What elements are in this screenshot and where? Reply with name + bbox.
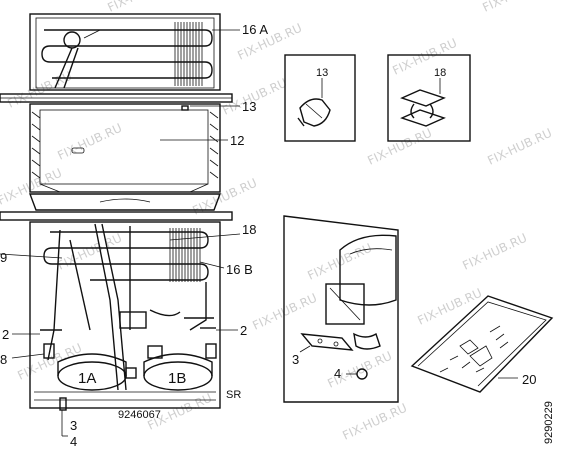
inset-label-18: 18	[434, 67, 446, 79]
label-1a: 1A	[78, 370, 96, 387]
watermark: FIX-HUB.RU	[340, 401, 409, 443]
label-2-right: 2	[240, 323, 247, 338]
callout-labels: 16 A 13 12 18 9 16 B 2 2 8 1A 1B SR 3 4 …	[0, 22, 268, 449]
compressor-1b	[143, 343, 217, 391]
upper-cabinet	[29, 13, 221, 91]
label-1b: 1B	[168, 370, 186, 387]
label-3-bottom: 3	[70, 418, 77, 433]
label-4-bottom: 4	[70, 434, 77, 449]
label-2-left: 2	[2, 327, 9, 342]
reference-number: 9246067	[118, 409, 161, 421]
label-8: 8	[0, 352, 7, 367]
inset-label-20: 20	[522, 372, 536, 387]
label-9: 9	[0, 250, 7, 265]
lower-condenser-coil	[43, 228, 209, 282]
relay-box	[119, 311, 147, 329]
watermark: FIX-HUB.RU	[55, 231, 124, 273]
inset-label-3: 3	[292, 352, 299, 367]
label-16b: 16 B	[226, 262, 253, 277]
watermark: FIX-HUB.RU	[250, 291, 319, 333]
label-18: 18	[242, 222, 256, 237]
lower-compartment	[29, 221, 221, 411]
label-12: 12	[230, 133, 244, 148]
compressor-1a	[43, 343, 137, 391]
watermark: FIX-HUB.RU	[55, 121, 124, 163]
watermark: FIX-HUB.RU	[415, 286, 484, 328]
upper-evaporator-coil	[41, 22, 213, 86]
inset-18-clip: 18	[387, 54, 471, 142]
watermark: FIX-HUB.RU	[485, 126, 554, 168]
inset-label-4: 4	[334, 366, 341, 381]
mounting-bracket	[300, 333, 354, 351]
divider-band-2	[0, 211, 233, 221]
watermark: FIX-HUB.RU	[480, 0, 549, 15]
watermark: FIX-HUB.RU	[105, 0, 174, 15]
inset-13-lamp-holder: 13	[284, 54, 356, 142]
watermark: FIX-HUB.RU	[390, 36, 459, 78]
drip-plate	[28, 193, 222, 211]
label-16a: 16 A	[242, 22, 268, 37]
label-13: 13	[242, 99, 256, 114]
divider-band-1	[0, 93, 233, 103]
inset-compressor-mount: 3 4	[283, 215, 399, 403]
lamp-holder	[181, 105, 189, 111]
label-sr: SR	[226, 389, 241, 401]
relay-cover	[325, 283, 365, 325]
leader-lines	[0, 29, 241, 437]
panel-20: 20	[410, 295, 554, 393]
middle-compartment	[29, 103, 221, 193]
side-code: 9290229	[543, 401, 555, 444]
watermark: FIX-HUB.RU	[460, 231, 529, 273]
inset-label-13: 13	[316, 67, 328, 79]
watermark: FIX-HUB.RU	[15, 341, 84, 383]
watermark: FIX-HUB.RU	[365, 126, 434, 168]
